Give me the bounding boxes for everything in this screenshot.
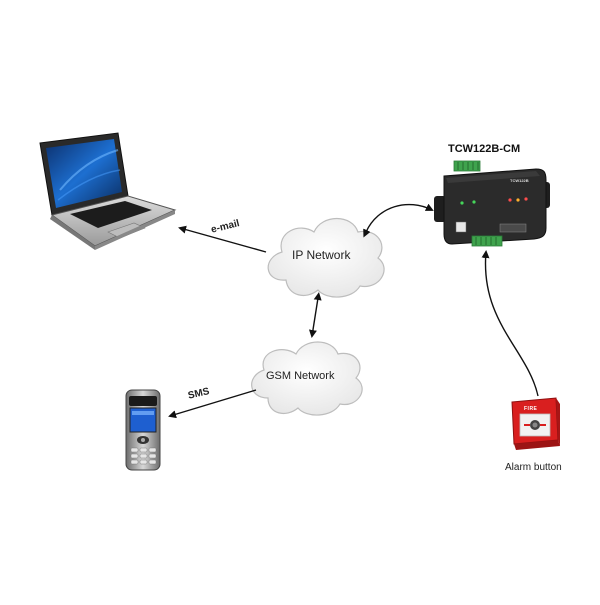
- ip-device-arrow: [363, 203, 434, 238]
- email-arrow: [178, 225, 267, 253]
- sms-arrow: [168, 389, 257, 419]
- device-model-tag: TCW122B: [510, 178, 529, 183]
- fire-alarm-button-icon: [511, 397, 560, 450]
- mobile-phone-icon: [125, 389, 161, 471]
- laptop-icon: [39, 132, 177, 250]
- tcw122b-cm-device: [434, 160, 550, 247]
- fire-label: FIRE: [524, 406, 538, 412]
- ip-gsm-arrow: [308, 292, 322, 338]
- gsm-network-label: GSM Network: [266, 370, 335, 382]
- ip-network-label: IP Network: [292, 248, 351, 262]
- alarm-device-arrow: [481, 250, 539, 397]
- alarm-button-label: Alarm button: [505, 462, 562, 473]
- device-title: TCW122B-CM: [448, 143, 521, 155]
- gsm-network-cloud: [251, 341, 363, 416]
